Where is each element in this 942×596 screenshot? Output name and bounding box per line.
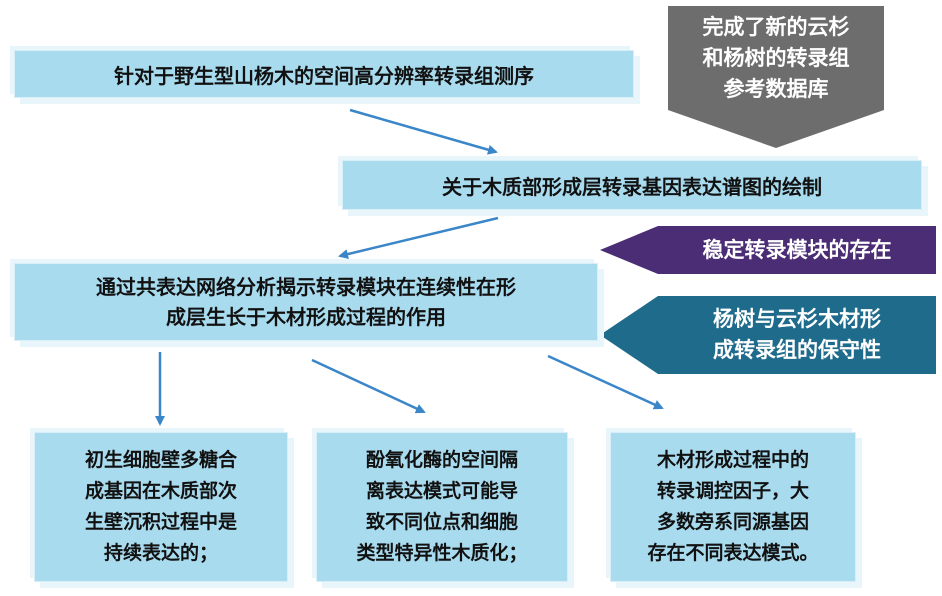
finding-line: 生壁沉积过程中是 (84, 511, 237, 533)
step-box-expression-map: 关于木质部形成层转录基因表达谱图的绘制 (342, 160, 922, 210)
callout-line: 完成了新的云杉 (702, 14, 850, 39)
finding-box-oxidase: 酚氧化酶的空间隔 离表达模式可能导 致不同位点和细胞 类型特异性木质化； (316, 432, 568, 582)
finding-line: 存在不同表达模式。 (647, 542, 819, 564)
callout-line: 成转录组的保守性 (713, 338, 881, 362)
callout-stable-modules: 稳定转录模块的存在 (658, 226, 936, 272)
callout-line: 参考数据库 (723, 76, 829, 101)
arrow-step3-to-finding2 (311, 358, 426, 414)
callout-line: 稳定转录模块的存在 (702, 238, 892, 262)
finding-line: 成基因在木质部次 (84, 480, 237, 502)
step-text: 成层生长于木材形成过程的作用 (166, 305, 446, 329)
callout-line: 和杨树的转录组 (702, 45, 850, 70)
callout-line: 杨树与云杉木材形 (713, 307, 881, 331)
finding-line: 致不同位点和细胞 (365, 511, 518, 533)
arrow-step3-to-finding3 (547, 354, 664, 410)
step-text: 通过共表达网络分析揭示转录模块在连续性在形 (96, 275, 516, 299)
step-box-coexpression: 通过共表达网络分析揭示转录模块在连续性在形 成层生长于木材形成过程的作用 (14, 263, 598, 341)
finding-line: 离表达模式可能导 (365, 480, 518, 502)
callout-reference-database: 完成了新的云杉 和杨树的转录组 参考数据库 (668, 6, 884, 110)
finding-box-regulators: 木材形成过程中的 转录调控因子，大 多数旁系同源基因 存在不同表达模式。 (610, 432, 856, 582)
finding-line: 类型特异性木质化； (356, 542, 528, 564)
finding-line: 初生细胞壁多糖合 (84, 449, 237, 471)
callout-conservation: 杨树与云杉木材形 成转录组的保守性 (658, 296, 936, 374)
finding-line: 多数旁系同源基因 (656, 511, 809, 533)
step-text: 关于木质部形成层转录基因表达谱图的绘制 (442, 174, 822, 199)
arrow-step2-to-step3 (338, 216, 499, 259)
finding-line: 持续表达的； (103, 542, 218, 564)
arrow-step1-to-step2 (349, 108, 498, 155)
finding-line: 酚氧化酶的空间隔 (365, 449, 518, 471)
finding-line: 木材形成过程中的 (656, 449, 809, 471)
step-text: 针对于野生型山杨木的空间高分辨率转录组测序 (114, 63, 534, 88)
step-box-sequencing: 针对于野生型山杨木的空间高分辨率转录组测序 (14, 50, 634, 98)
finding-box-cell-wall: 初生细胞壁多糖合 成基因在木质部次 生壁沉积过程中是 持续表达的； (34, 432, 288, 582)
finding-line: 转录调控因子，大 (656, 480, 809, 502)
